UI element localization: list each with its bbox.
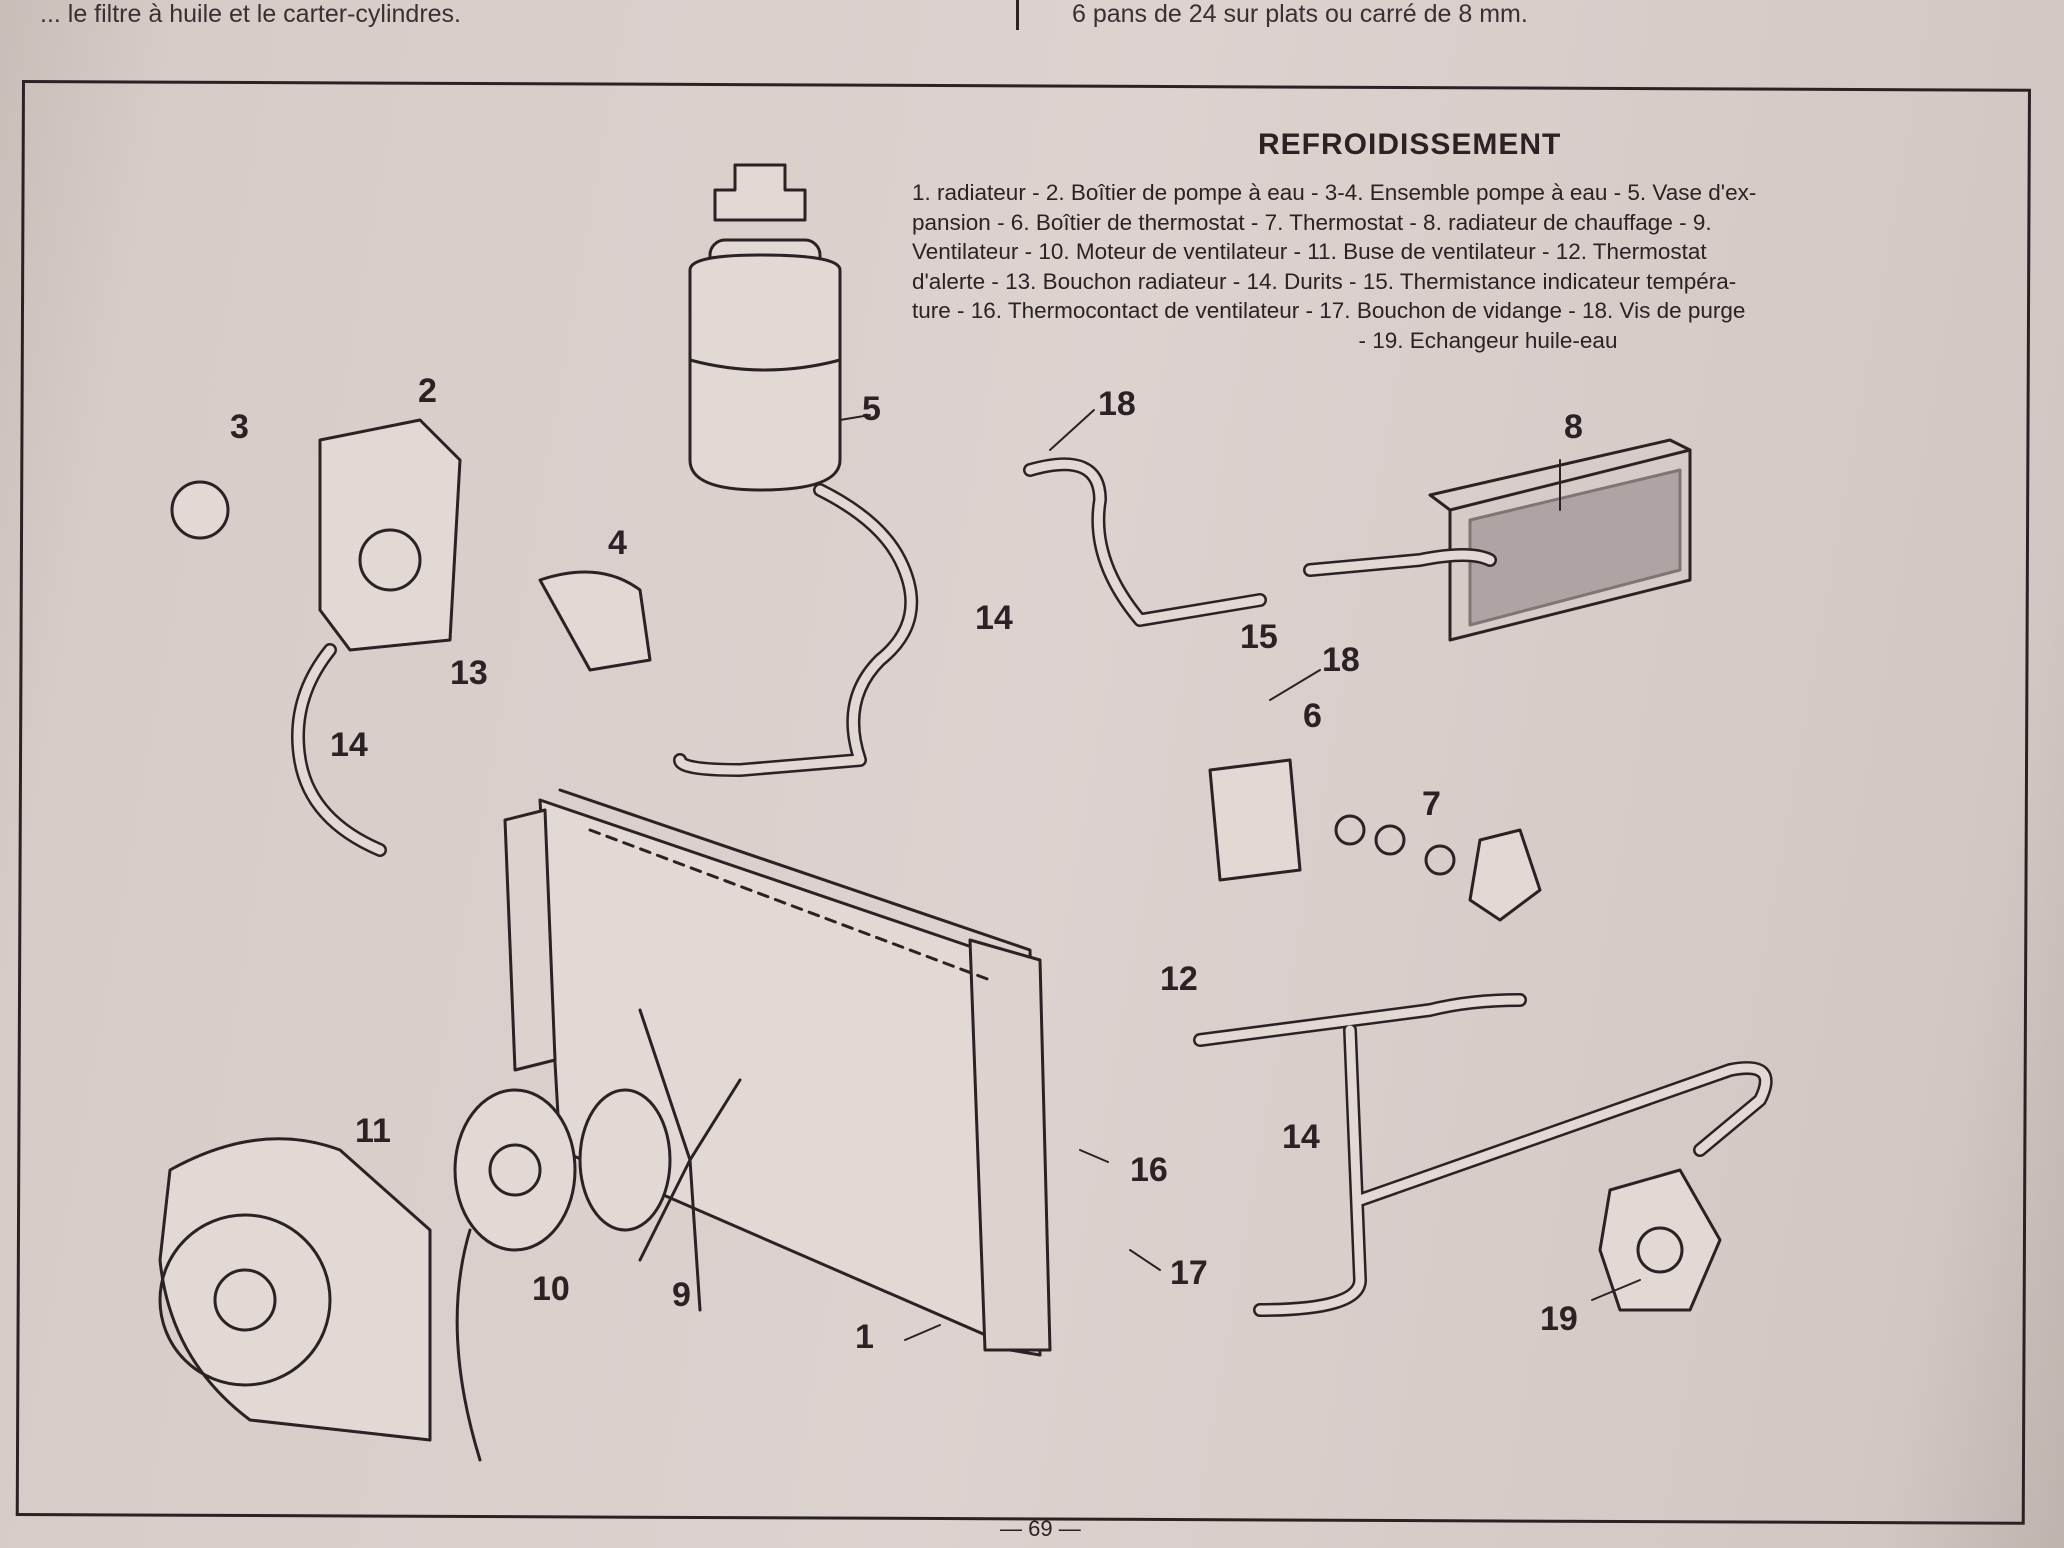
callout-1: 1 bbox=[855, 1318, 874, 1356]
callout-18-lower: 18 bbox=[1322, 641, 1360, 679]
diagram-legend: 1. radiateur - 2. Boîtier de pompe à eau… bbox=[912, 178, 1944, 355]
radiator-drawing bbox=[503, 788, 1052, 1357]
callout-2: 2 bbox=[418, 372, 437, 410]
oil-water-exchanger-drawing bbox=[1598, 1168, 1722, 1312]
leader-lines bbox=[839, 409, 1641, 1341]
callout-9: 9 bbox=[672, 1276, 691, 1314]
callout-3: 3 bbox=[230, 408, 249, 446]
page-number: — 69 — bbox=[1000, 1516, 1081, 1541]
callout-13: 13 bbox=[450, 654, 488, 692]
callout-7: 7 bbox=[1422, 785, 1441, 823]
heater-core-drawing bbox=[1428, 438, 1692, 642]
legend-line: ture - 16. Thermocontact de ventilateur … bbox=[912, 298, 1746, 323]
hoses-drawing-inner bbox=[293, 459, 1771, 1315]
callout-14-center: 14 bbox=[975, 599, 1013, 637]
callout-12: 12 bbox=[1160, 960, 1198, 998]
fan-assembly-drawing bbox=[158, 1008, 742, 1462]
callout-4: 4 bbox=[608, 524, 627, 562]
legend-line: - 19. Echangeur huile-eau bbox=[1358, 327, 1618, 353]
callout-16: 16 bbox=[1130, 1151, 1168, 1189]
column-divider bbox=[1016, 0, 1019, 30]
callout-6: 6 bbox=[1303, 697, 1322, 735]
legend-line: pansion - 6. Boîtier de thermostat - 7. … bbox=[912, 209, 1712, 235]
callout-15: 15 bbox=[1240, 618, 1278, 656]
callout-18-top: 18 bbox=[1098, 385, 1136, 423]
callout-10: 10 bbox=[532, 1270, 570, 1308]
callout-19: 19 bbox=[1540, 1300, 1578, 1338]
callout-5: 5 bbox=[862, 390, 881, 428]
legend-line: Ventilateur - 10. Moteur de ventilateur … bbox=[912, 239, 1707, 264]
water-pump-drawing bbox=[170, 418, 652, 672]
callout-17: 17 bbox=[1170, 1254, 1208, 1292]
thermostat-housing-drawing bbox=[1208, 758, 1542, 922]
diagram-title: REFROIDISSEMENT bbox=[1258, 128, 1562, 161]
callout-14-right: 14 bbox=[1282, 1118, 1320, 1156]
previous-page-text-left: ... le filtre à huile et le carter-cylin… bbox=[40, 0, 461, 28]
legend-line: d'alerte - 13. Bouchon radiateur - 14. D… bbox=[912, 268, 1737, 294]
previous-page-text-right: 6 pans de 24 sur plats ou carré de 8 mm. bbox=[1072, 0, 1528, 28]
callout-8: 8 bbox=[1564, 408, 1583, 446]
callout-14-left: 14 bbox=[330, 726, 368, 764]
callout-11: 11 bbox=[355, 1112, 391, 1150]
legend-line: 1. radiateur - 2. Boîtier de pompe à eau… bbox=[912, 180, 1757, 205]
expansion-tank-drawing bbox=[688, 163, 842, 492]
